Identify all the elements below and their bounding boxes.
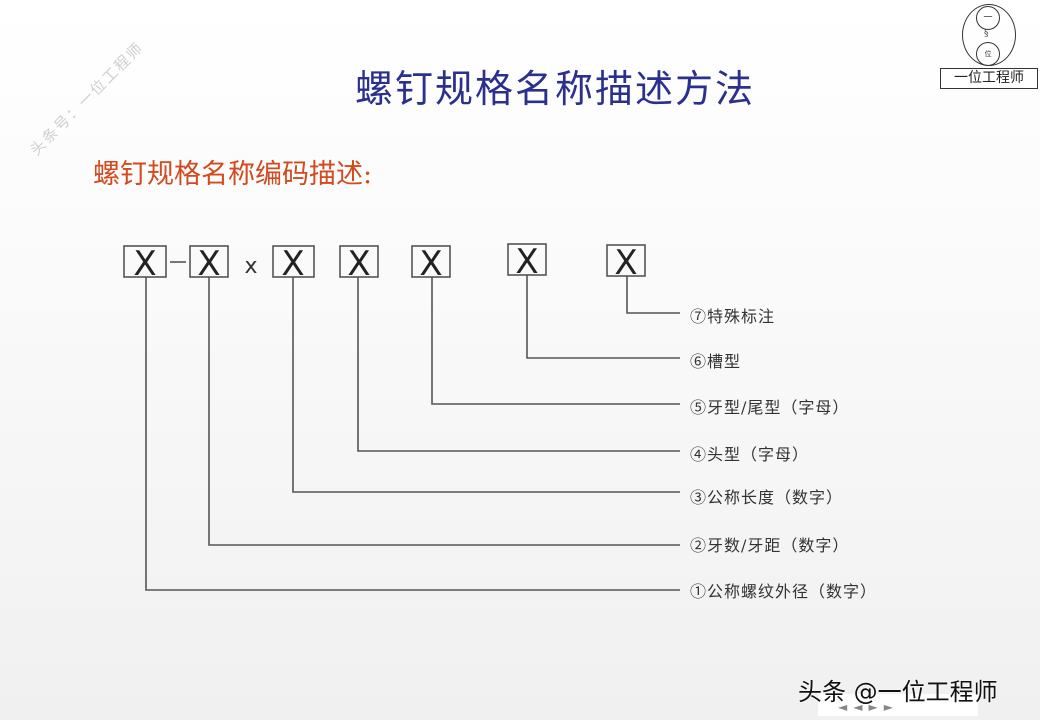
nav-last-icon[interactable]: ► [883,700,899,714]
legend-text: 公称长度（数字） [707,488,844,507]
code-box-1 [123,245,167,278]
logo-bottom-circle: 位 [976,42,1000,66]
slide-nav-bar [818,694,978,716]
footer-brand: 头条 @一位工程师 [798,678,998,706]
logo-text: 一位工程师 [940,68,1038,89]
legend-text: 牙数/牙距（数字） [707,536,850,555]
legend-num: ② [690,536,708,555]
legend-item-4: ④头型（字母） [690,441,809,465]
legend-num: ⑥ [690,352,708,371]
legend-item-2: ②牙数/牙距（数字） [690,532,849,556]
code-box-7 [606,244,646,277]
nav-first-icon[interactable]: ◄ [838,700,854,714]
section-subtitle: 螺钉规格名称编码描述: [93,159,373,190]
logo-link-icon: § [984,29,989,39]
code-box-5 [411,245,451,278]
page-title: 螺钉规格名称描述方法 [354,67,755,111]
nav-prev-icon[interactable]: ◄ [853,700,869,714]
legend-item-5: ⑤牙型/尾型（字母） [690,394,849,418]
code-box-4-label: X [347,244,370,284]
legend-item-7: ⑦特殊标注 [690,303,775,327]
code-box-6-label: X [515,242,538,282]
nav-next-icon[interactable]: ► [868,700,884,714]
legend-num: ④ [690,445,708,464]
multiply-separator: x [244,254,257,279]
legend-text: 公称螺纹外径（数字） [707,582,878,601]
legend-num: ⑤ [690,398,708,417]
legend-num: ① [690,582,708,601]
code-box-3-label: X [281,244,304,284]
legend-item-3: ③公称长度（数字） [690,484,843,508]
logo-top-circle: 一 [976,6,1000,30]
code-box-4 [339,245,379,278]
legend-item-1: ①公称螺纹外径（数字） [690,578,877,602]
logo: 一 § 位 一位工程师 [940,2,1038,90]
legend-item-6: ⑥槽型 [690,348,741,372]
legend-text: 头型（字母） [707,445,810,464]
code-box-7-label: X [614,243,637,283]
code-box-5-label: X [419,244,442,284]
legend-num: ⑦ [690,307,708,326]
code-box-1-label: X [133,244,156,284]
legend-text: 特殊标注 [707,307,776,326]
slide-nav-arrows[interactable]: ◄◄►► [838,700,899,714]
legend-num: ③ [690,488,708,507]
code-box-2-label: X [197,244,220,284]
legend-text: 牙型/尾型（字母） [707,398,850,417]
legend-text: 槽型 [707,352,742,371]
